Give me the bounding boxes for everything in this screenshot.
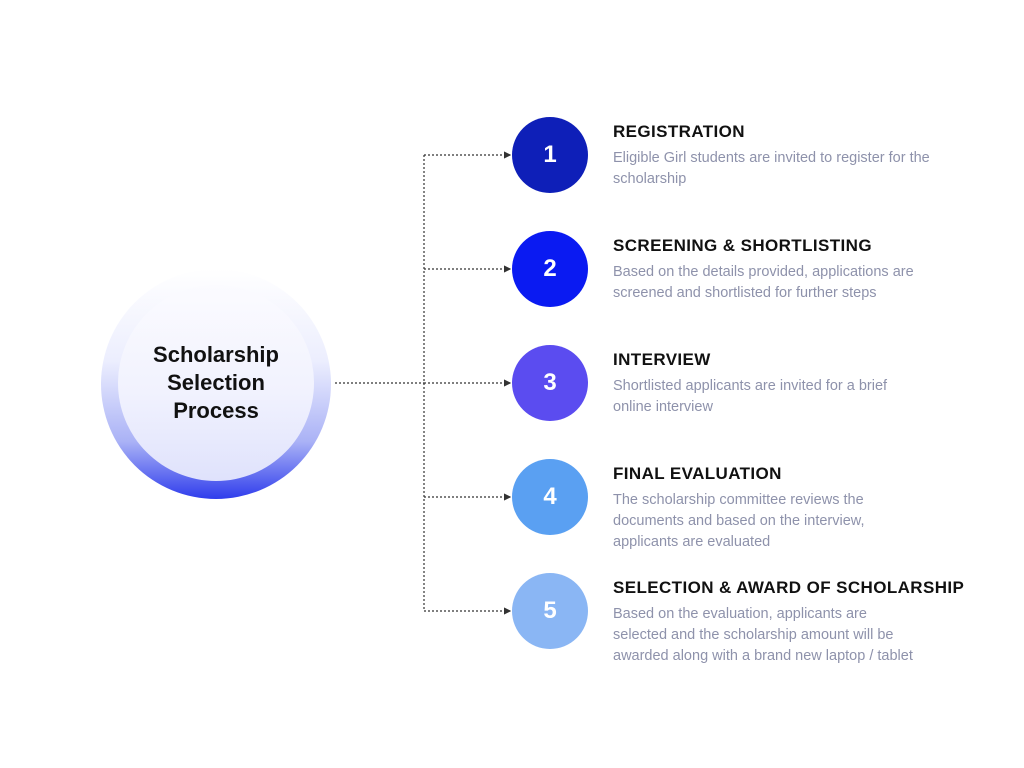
- step-4-description: The scholarship committee reviews the do…: [613, 492, 865, 550]
- hub-circle: Scholarship Selection Process: [118, 285, 314, 481]
- step-5-number: 5: [543, 597, 557, 624]
- step-3-number-circle: 3: [512, 345, 588, 421]
- step-3-description: Shortlisted applicants are invited for a…: [613, 378, 888, 415]
- step-2-number: 2: [543, 255, 557, 282]
- step-3-title: INTERVIEW: [613, 350, 711, 369]
- step-4-number-circle: 4: [512, 459, 588, 535]
- step-2-description: Based on the details provided, applicati…: [613, 264, 914, 301]
- step-4-number: 4: [543, 483, 557, 510]
- step-1-number-circle: 1: [512, 117, 588, 193]
- step-2-number-circle: 2: [512, 231, 588, 307]
- hub-title: Scholarship Selection Process: [153, 342, 279, 423]
- step-5-number-circle: 5: [512, 573, 588, 649]
- step-3-number: 3: [543, 369, 557, 396]
- step-4-title: FINAL EVALUATION: [613, 464, 782, 483]
- step-5-title: SELECTION & AWARD OF SCHOLARSHIP: [613, 578, 965, 597]
- step-2-title: SCREENING & SHORTLISTING: [613, 236, 872, 255]
- step-1-description: Eligible Girl students are invited to re…: [613, 150, 930, 187]
- step-1-number: 1: [543, 141, 557, 168]
- step-1-title: REGISTRATION: [613, 122, 745, 141]
- step-5-description: Based on the evaluation, applicants are …: [613, 606, 913, 664]
